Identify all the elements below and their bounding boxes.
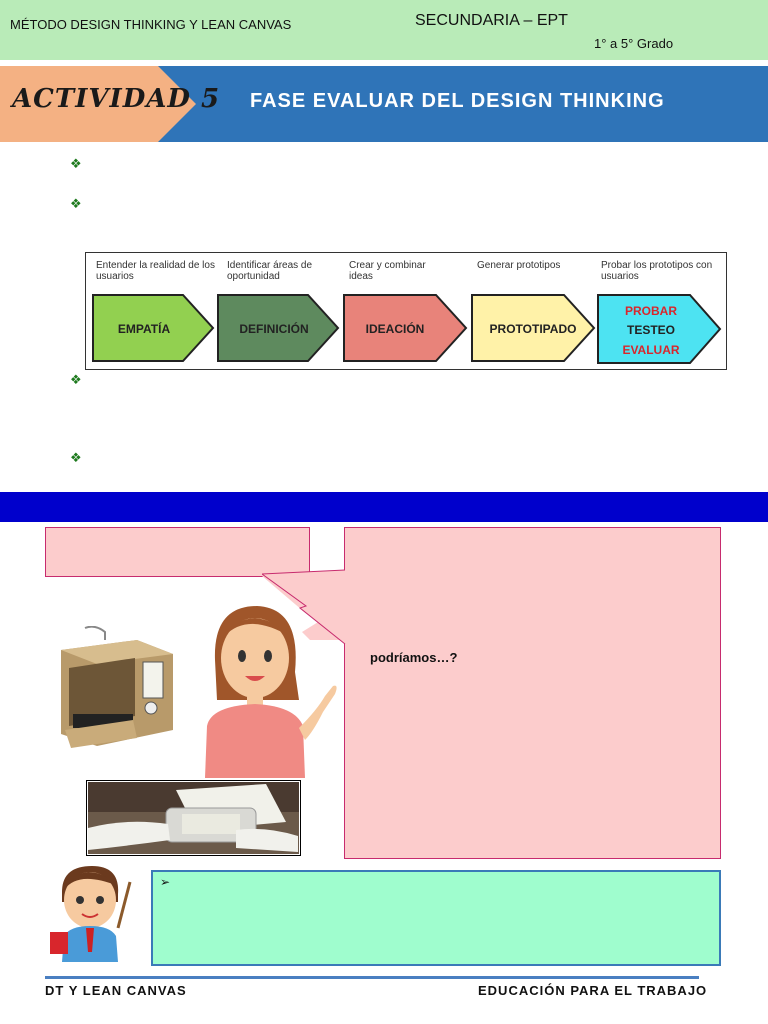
woman-illustration [205, 606, 337, 778]
step-arrow-prototipado [471, 294, 596, 362]
bullet-icon: ❖ [70, 372, 82, 387]
activity-title: FASE EVALUAR DEL DESIGN THINKING [250, 90, 665, 112]
cardboard-machine-image [61, 626, 173, 748]
speech-bubble [344, 527, 721, 859]
dialog-text: podríamos…? [370, 650, 458, 665]
section-strip [0, 492, 768, 522]
step-label: PROBAR [624, 304, 677, 318]
level-title: SECUNDARIA – EPT [415, 12, 568, 29]
grade-label: 1° a 5° Grado [594, 36, 674, 51]
speech-bubble-pointer [262, 569, 346, 645]
arrow-bullet-icon: ➢ [160, 875, 171, 889]
step-label: DEFINICIÓN [239, 322, 309, 336]
document-title: MÉTODO DESIGN THINKING Y LEAN CANVAS [10, 17, 292, 32]
step-caption: Identificar áreas de oportunidad [227, 260, 313, 282]
step-caption: Entender la realidad de los usuarios [96, 260, 215, 282]
step-label: EMPATÍA [117, 322, 171, 336]
step-caption: Probar los prototipos con usuarios [601, 260, 713, 282]
step-caption: Crear y combinar ideas [349, 260, 426, 282]
footer-divider [45, 976, 699, 979]
bullet-icon: ❖ [70, 196, 82, 211]
step-arrow-empatia [92, 294, 215, 362]
step-label: IDEACIÓN [365, 322, 425, 336]
step-label: PROTOTIPADO [489, 322, 577, 336]
step-label: TESTEO [626, 323, 675, 337]
callout-box [45, 527, 310, 577]
footer-left-label: DT Y LEAN CANVAS [45, 983, 187, 998]
step-arrow-definicion [217, 294, 340, 362]
instruction-box [151, 870, 721, 966]
bullet-icon: ❖ [70, 156, 82, 171]
header-bar [0, 0, 768, 60]
step-arrow-evaluar [597, 294, 722, 364]
step-caption: Generar prototipos [477, 260, 561, 271]
activity-tag [0, 66, 196, 142]
tablet-device-image [86, 780, 301, 856]
step-label: EVALUAR [622, 343, 680, 357]
activity-label: ACTIVIDAD 5 [12, 84, 221, 114]
teacher-boy-illustration [50, 866, 132, 962]
design-thinking-diagram: Entender la realidad de los usuarios Ide… [85, 252, 727, 370]
bullet-icon: ❖ [70, 450, 82, 465]
footer-right-label: EDUCACIÓN PARA EL TRABAJO [478, 983, 708, 998]
step-arrow-ideacion [343, 294, 468, 362]
